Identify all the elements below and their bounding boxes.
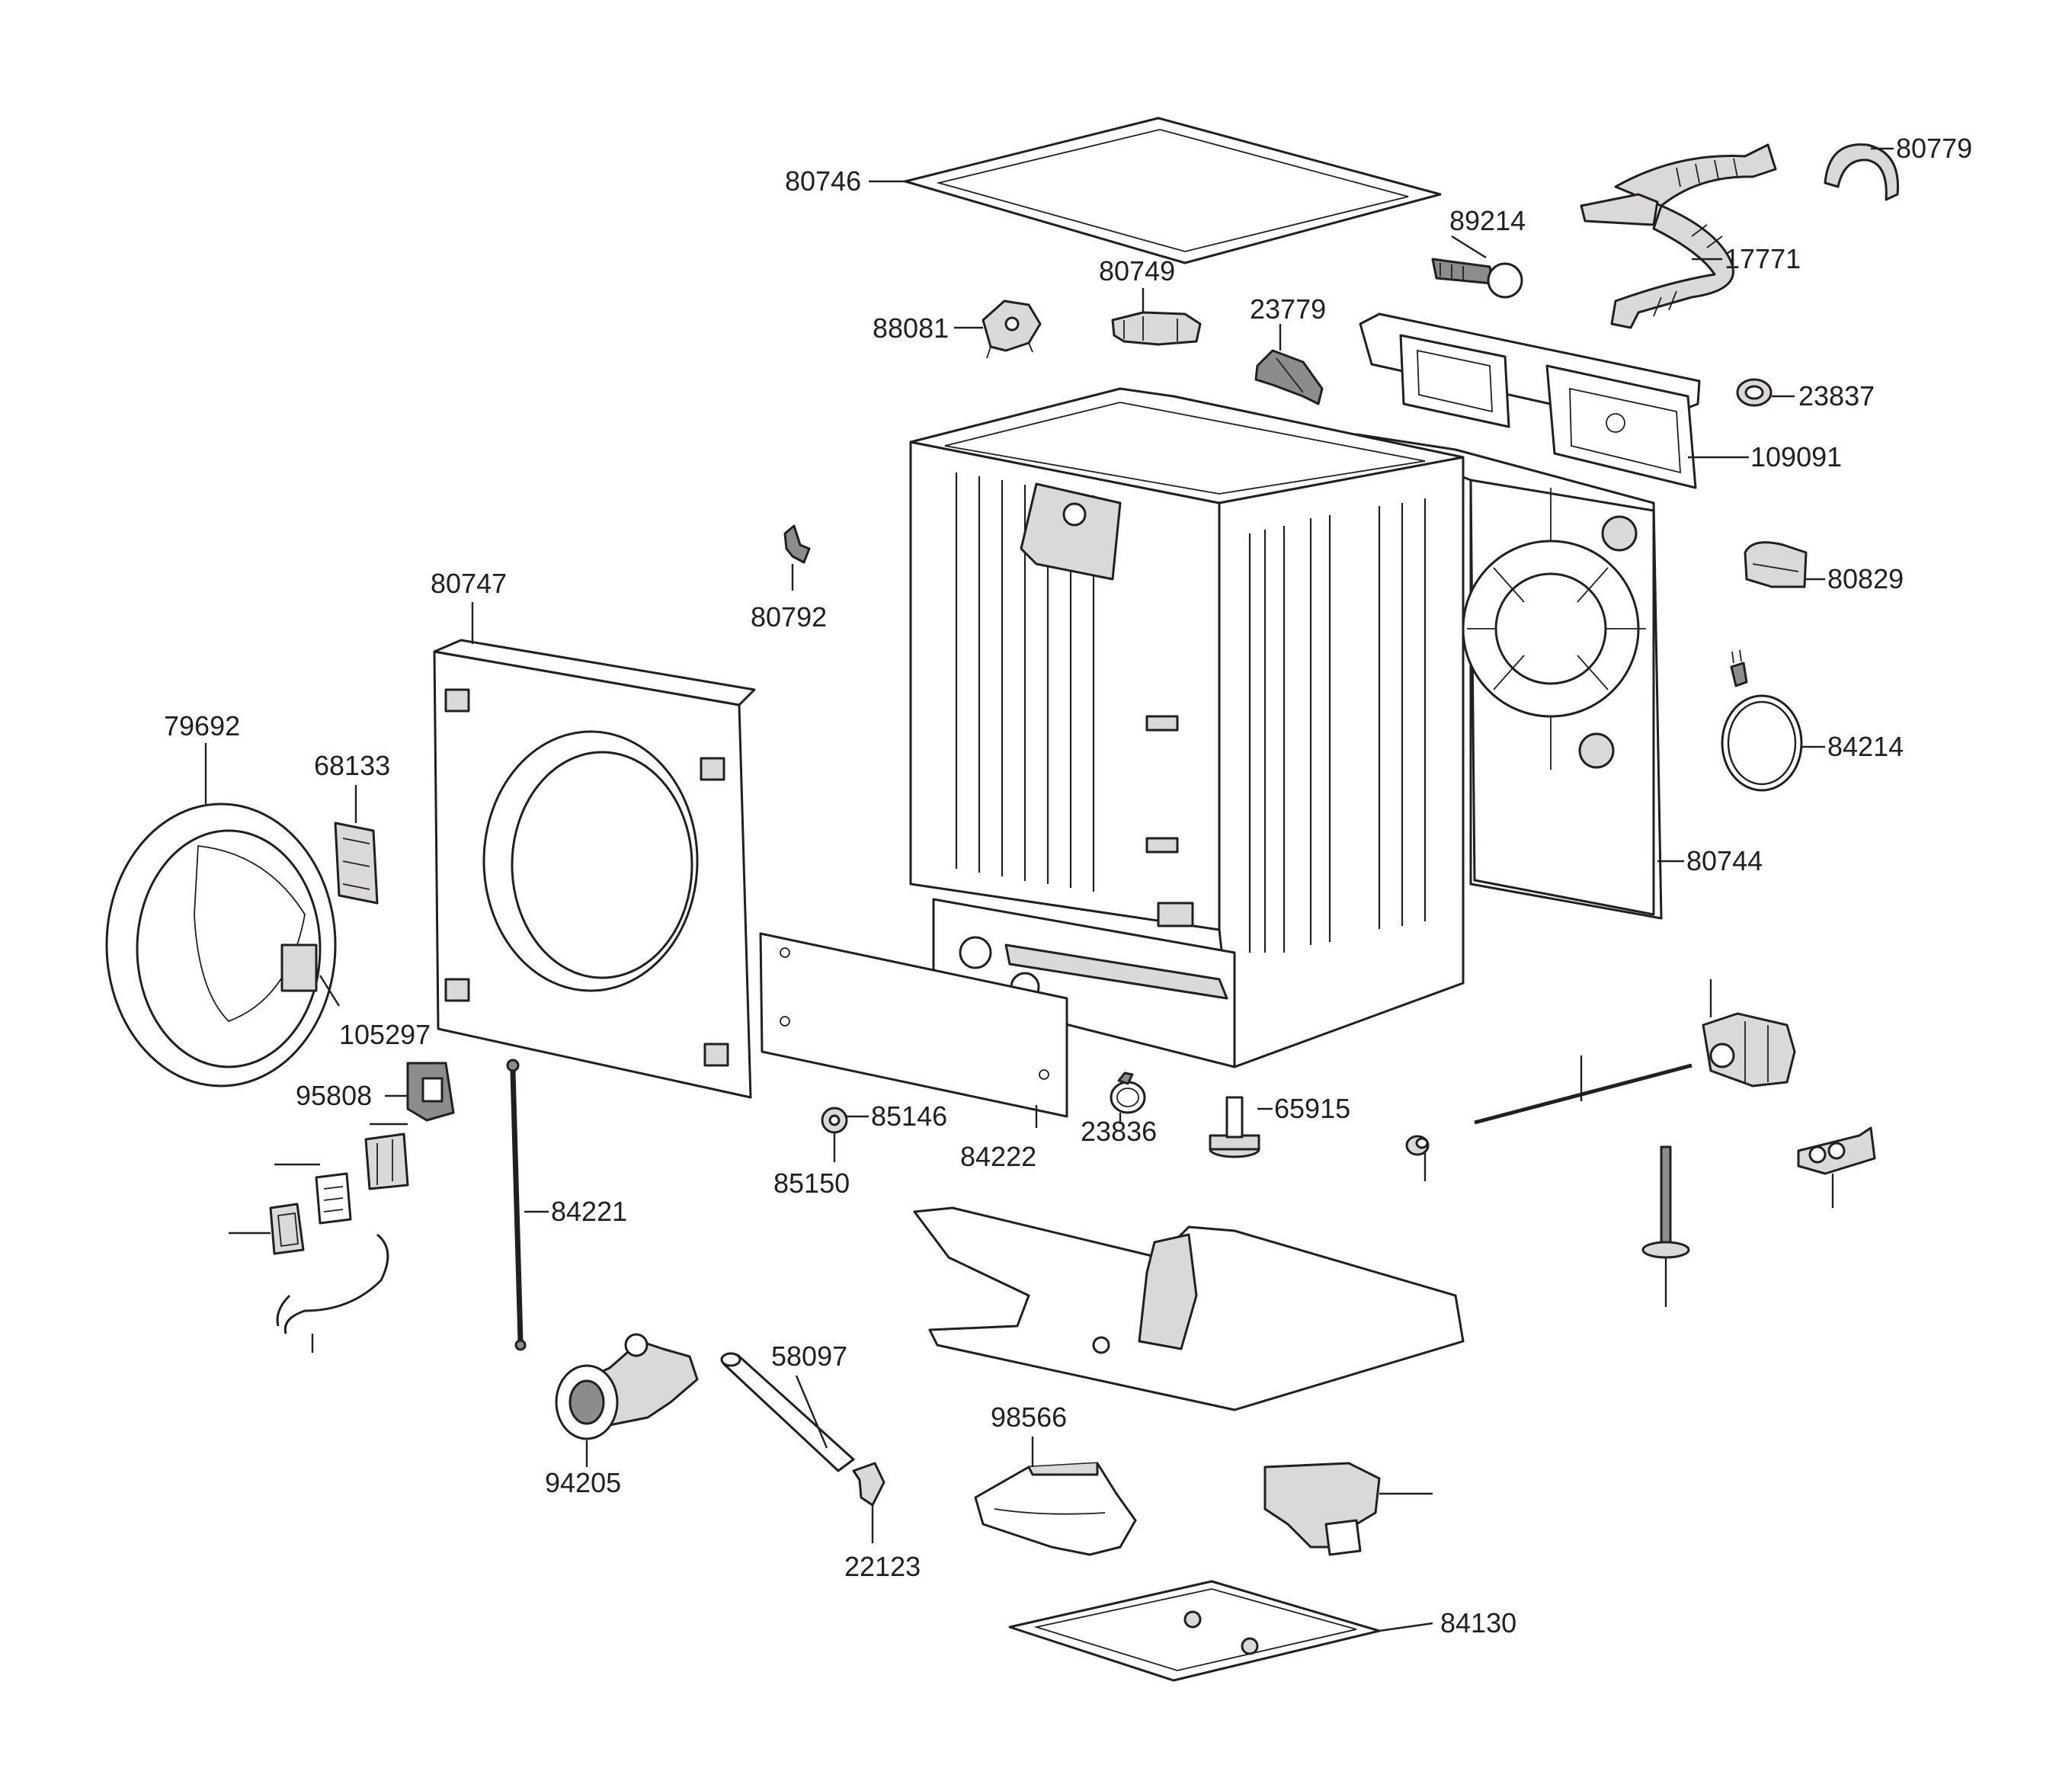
drain-pump-part[interactable] [555, 1333, 699, 1440]
hinge-part-23779[interactable] [1254, 349, 1324, 405]
label-94205: 94205 [545, 1467, 621, 1498]
door-wire-part[interactable] [276, 1233, 389, 1334]
grommet-part-23837[interactable] [1736, 378, 1773, 407]
plug-part-85146[interactable] [821, 1107, 848, 1134]
clip-part-22123[interactable] [852, 1462, 885, 1507]
label-105297: 105297 [339, 1019, 431, 1050]
front-panel-part[interactable] [433, 639, 756, 1099]
top-cover-part[interactable] [904, 117, 1442, 264]
door-label-plate-part[interactable] [315, 1172, 352, 1225]
back-top-panel-part[interactable] [1359, 312, 1701, 489]
label-17771: 17771 [1725, 243, 1801, 274]
door-lock-part[interactable] [406, 1062, 455, 1122]
shock-rod-part[interactable] [506, 1059, 527, 1351]
label-65915: 65915 [1274, 1093, 1350, 1124]
back-panel-part[interactable] [1355, 433, 1663, 920]
base-frame-part[interactable] [913, 1206, 1465, 1411]
foot-part-65915[interactable] [1209, 1096, 1260, 1158]
label-84222: 84222 [960, 1141, 1036, 1172]
label-88081: 88081 [873, 312, 949, 344]
label-95808: 95808 [296, 1080, 372, 1111]
door-hinge-part[interactable] [334, 822, 379, 905]
tube-part-58097[interactable] [720, 1352, 855, 1472]
foot-bolt-part[interactable] [1641, 1145, 1690, 1259]
label-84214: 84214 [1827, 731, 1904, 762]
label-79692: 79692 [164, 710, 240, 742]
label-80744: 80744 [1686, 845, 1763, 876]
drain-hose-part[interactable] [1580, 143, 1777, 329]
hose-clamp-part[interactable] [1110, 1071, 1146, 1114]
valve-part[interactable] [1702, 1012, 1796, 1087]
power-cord-part[interactable] [1721, 649, 1803, 792]
bracket-part-88081[interactable] [982, 300, 1042, 359]
label-84221: 84221 [551, 1196, 627, 1227]
label-22123: 22123 [844, 1551, 921, 1582]
bolt-rod-part[interactable] [1474, 1063, 1693, 1125]
label-58097: 58097 [771, 1341, 847, 1372]
door-catch-part[interactable] [364, 1132, 409, 1190]
label-80829: 80829 [1827, 563, 1904, 594]
suppressor-filter-part[interactable] [1431, 258, 1523, 299]
label-85146: 85146 [871, 1100, 947, 1132]
cap-part[interactable] [1405, 1135, 1430, 1156]
label-23836: 23836 [1081, 1116, 1157, 1147]
motor-part[interactable] [1263, 1462, 1381, 1556]
label-109091: 109091 [1750, 441, 1842, 472]
leader-lines [204, 147, 1894, 1632]
kick-panel-part[interactable] [759, 932, 1068, 1118]
label-80792: 80792 [751, 601, 827, 633]
label-80779: 80779 [1896, 133, 1972, 164]
label-84130: 84130 [1440, 1607, 1516, 1638]
bottom-plate-part[interactable] [1008, 1580, 1381, 1682]
part-number-labels: 80746 80779 89214 17771 80749 88081 2377… [164, 133, 1972, 1638]
label-80746: 80746 [785, 165, 861, 197]
bracket-part-80749[interactable] [1111, 311, 1202, 346]
label-89214: 89214 [1449, 205, 1526, 236]
label-23837: 23837 [1798, 380, 1875, 412]
label-23779: 23779 [1250, 293, 1326, 325]
cabinet-part[interactable] [909, 387, 1465, 1068]
filter-housing-part-80829[interactable] [1744, 541, 1808, 588]
label-85150: 85150 [773, 1168, 850, 1199]
heater-housing-part[interactable] [974, 1462, 1137, 1556]
label-80749: 80749 [1099, 255, 1175, 287]
door-ring-part[interactable] [105, 802, 337, 1087]
label-80747: 80747 [431, 568, 507, 599]
door-handle-part[interactable] [269, 1203, 305, 1255]
hose-holder-part[interactable] [1824, 143, 1899, 201]
label-68133: 68133 [314, 750, 390, 781]
bracket-part-right[interactable] [1797, 1126, 1876, 1175]
clip-part-80792[interactable] [783, 524, 811, 564]
label-98566: 98566 [991, 1401, 1067, 1433]
